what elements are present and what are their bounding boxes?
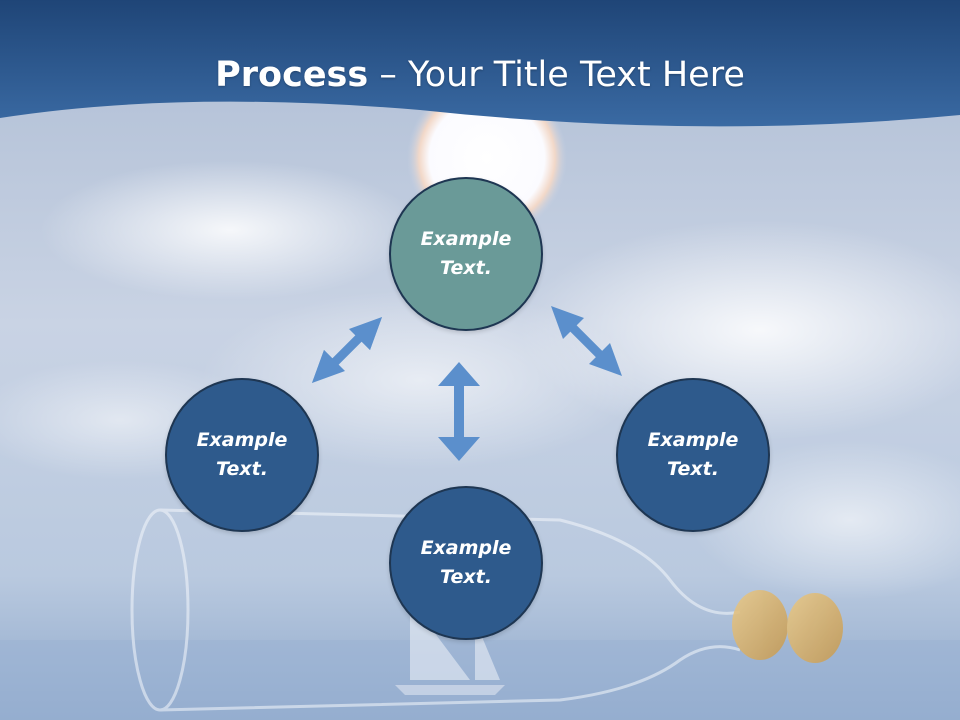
page-title: Process – Your Title Text Here: [0, 52, 960, 98]
title-bold: Process: [215, 55, 369, 95]
title-rest: – Your Title Text Here: [368, 55, 745, 95]
node-bottom-text: Example Text.: [420, 537, 512, 588]
process-node-top: Example Text.: [389, 177, 543, 331]
double-arrow-right: [551, 306, 622, 376]
process-node-bottom: Example Text.: [389, 486, 543, 640]
node-top-text: Example Text.: [420, 228, 512, 279]
double-arrow-left: [312, 317, 382, 383]
process-node-right: Example Text.: [616, 378, 770, 532]
node-left-text: Example Text.: [196, 429, 288, 480]
process-node-left: Example Text.: [165, 378, 319, 532]
node-right-text: Example Text.: [647, 429, 739, 480]
double-arrow-vertical: [438, 362, 480, 461]
